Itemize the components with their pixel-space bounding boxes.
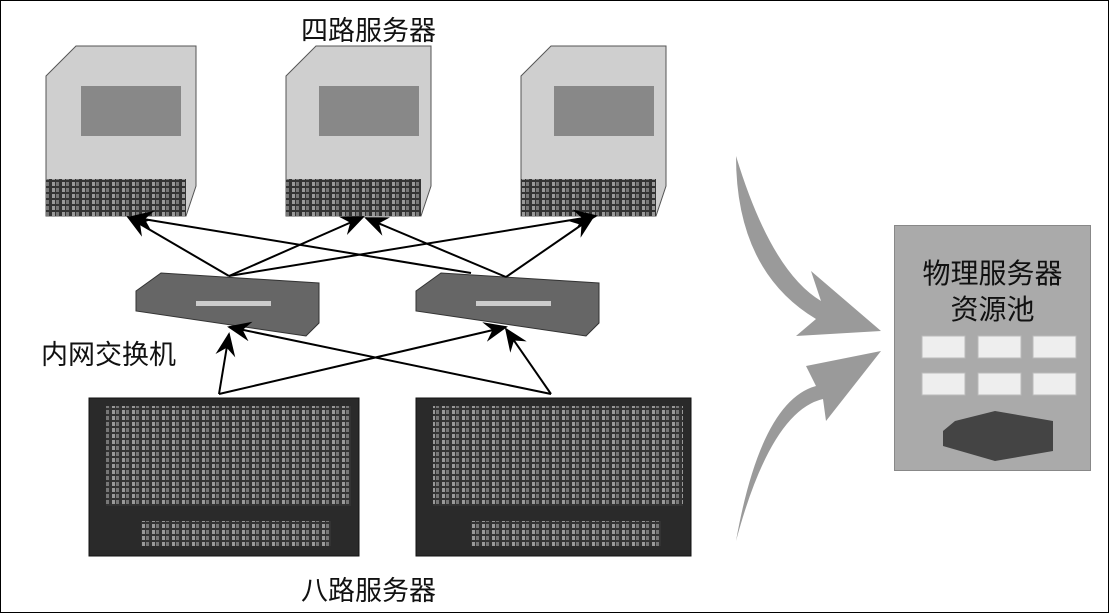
eight-way-server-1 [88, 397, 360, 557]
pool-servers-graphic [921, 335, 1077, 461]
resource-pool-box: 物理服务器 资源池 [894, 225, 1091, 471]
four-way-server-2 [285, 45, 432, 217]
pool-title-line1: 物理服务器 [922, 257, 1063, 290]
big-arrow-upper [736, 156, 881, 336]
eight-way-server-label: 八路服务器 [301, 576, 436, 607]
switch-2 [415, 272, 600, 337]
pool-title-line2: 资源池 [950, 293, 1035, 326]
big-arrow-lower [736, 351, 881, 541]
eight-way-server-2 [415, 397, 692, 557]
switch-1 [135, 272, 320, 337]
four-way-server-1 [45, 45, 197, 217]
switch-label: 内网交换机 [41, 340, 176, 371]
four-way-server-label: 四路服务器 [301, 16, 436, 47]
four-way-server-3 [520, 45, 667, 217]
connection-arrows [126, 209, 598, 395]
